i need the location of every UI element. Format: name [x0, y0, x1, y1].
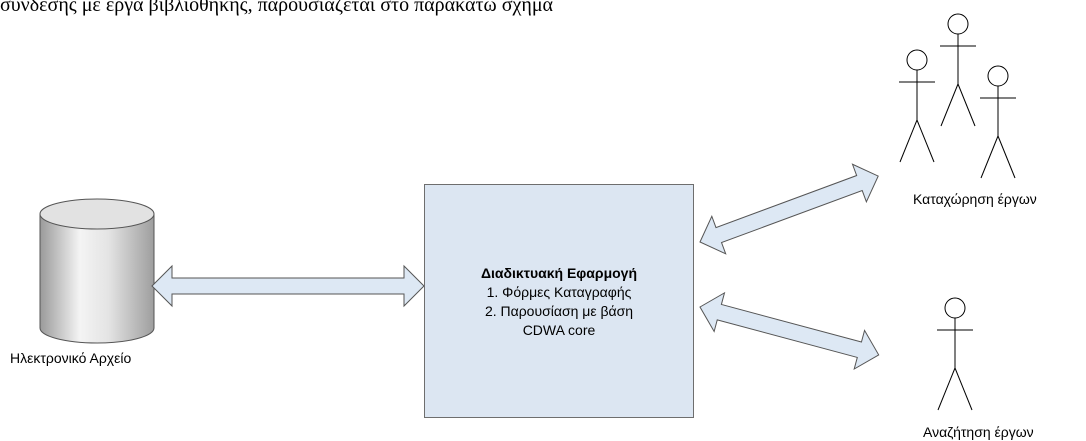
- db-app-double-arrow: [151, 264, 425, 308]
- actor-register-1-icon: [899, 49, 935, 163]
- app-line-2: 2. Παρουσίαση με βάση: [484, 303, 634, 319]
- web-application-box: Διαδικτυακή Εφαρμογή 1. Φόρμες Καταγραφή…: [424, 184, 694, 418]
- app-search-double-arrow: [699, 291, 880, 371]
- app-title: Διαδικτυακή Εφαρμογή: [480, 265, 638, 281]
- search-actor-label: Αναζήτηση έργων: [923, 424, 1034, 440]
- app-line-1: 1. Φόρμες Καταγραφής: [486, 284, 632, 300]
- app-line-3: CDWA core: [522, 322, 596, 338]
- actor-search-icon: [937, 297, 973, 411]
- actor-register-2-icon: [940, 13, 976, 127]
- database-label: Ηλεκτρονικό Αρχείο: [10, 350, 132, 366]
- database-icon: [39, 198, 155, 344]
- caption-text: σύνδεσης με έργα βιβλιοθήκης, παρουσιάζε…: [0, 0, 554, 16]
- register-actors-label: Καταχώρηση έργων: [913, 191, 1037, 207]
- app-register-double-arrow: [699, 163, 879, 255]
- actor-register-3-icon: [980, 65, 1016, 179]
